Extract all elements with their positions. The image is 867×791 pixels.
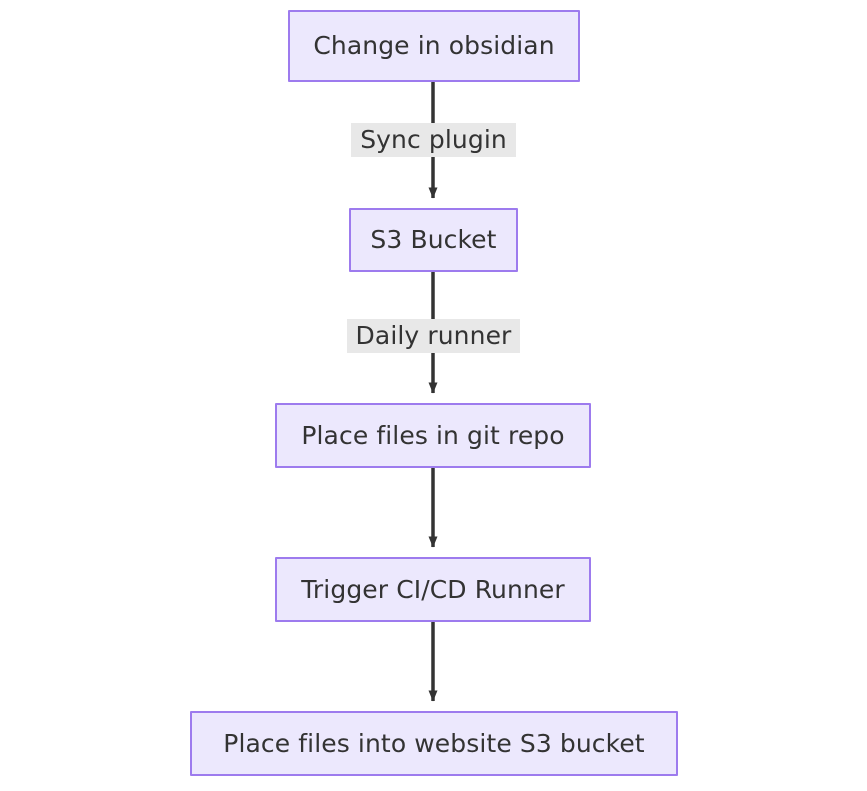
node-label: Trigger CI/CD Runner (301, 574, 565, 604)
node-place-files-in-git-repo[interactable]: Place files in git repo (275, 403, 591, 468)
node-label: Place files in git repo (301, 420, 565, 450)
node-label: Change in obsidian (313, 31, 555, 60)
edge-label-daily-runner: Daily runner (347, 319, 520, 353)
edge-label-sync-plugin: Sync plugin (351, 123, 516, 157)
edge-label-text: Daily runner (355, 321, 512, 350)
node-label: Place files into website S3 bucket (223, 728, 645, 758)
node-label: S3 Bucket (370, 225, 497, 254)
node-trigger-cicd-runner[interactable]: Trigger CI/CD Runner (275, 557, 591, 622)
node-s3-bucket[interactable]: S3 Bucket (349, 208, 518, 272)
node-place-files-into-website-s3-bucket[interactable]: Place files into website S3 bucket (190, 711, 678, 776)
node-change-in-obsidian[interactable]: Change in obsidian (288, 10, 580, 82)
edge-label-text: Sync plugin (360, 125, 507, 154)
